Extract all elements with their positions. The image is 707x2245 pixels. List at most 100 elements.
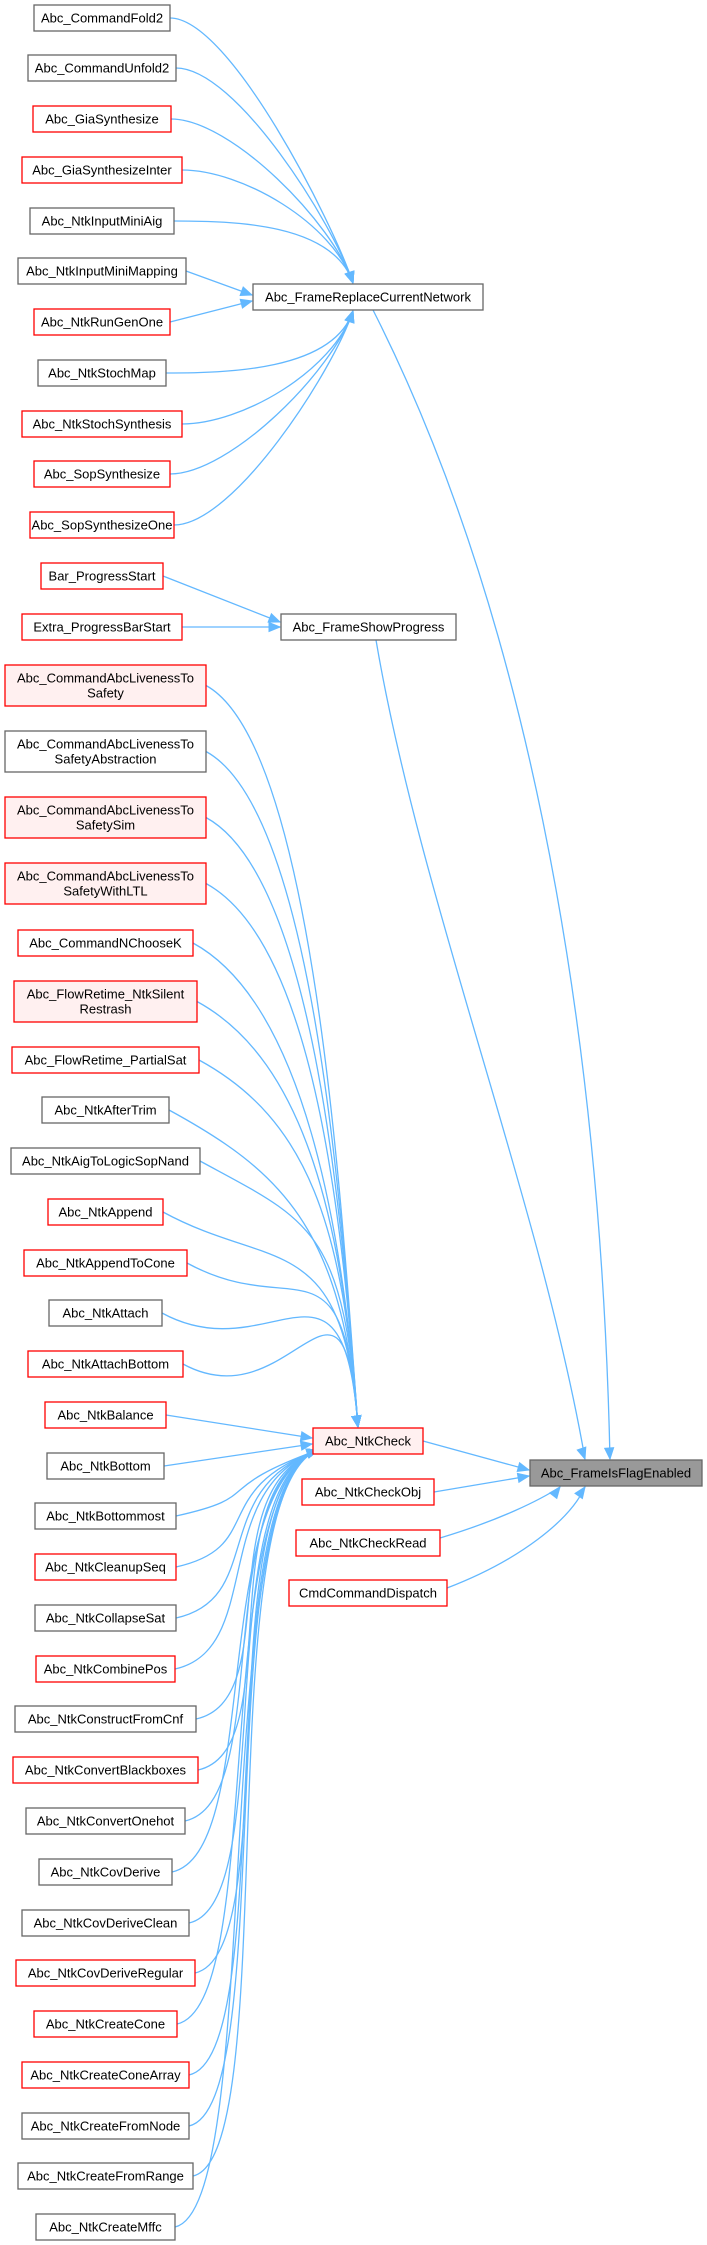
edge-c17-line (175, 1449, 319, 1619)
node-c23[interactable]: Abc_NtkCovDeriveClean (21, 1909, 190, 1937)
node-label: CmdCommandDispatch (299, 1586, 437, 1601)
edge-c16-line (175, 1449, 319, 1568)
edge-r6 (169, 298, 254, 323)
node-r8[interactable]: Abc_NtkStochSynthesis (21, 410, 183, 438)
node-c28[interactable]: Abc_NtkCreateFromRange (17, 2162, 194, 2190)
edge-replace-target-line (372, 309, 611, 1460)
edge-c23 (188, 1448, 320, 1924)
edge-ntkcheck-target-line (422, 1440, 530, 1471)
edge-showprog-target (375, 639, 587, 1461)
node-target[interactable]: Abc_FrameIsFlagEnabled (529, 1459, 703, 1487)
node-r9[interactable]: Abc_SopSynthesize (33, 460, 171, 488)
edge-c10-line (186, 1262, 359, 1428)
edge-r0 (169, 17, 355, 285)
node-c20[interactable]: Abc_NtkConvertBlackboxes (12, 1756, 199, 1784)
node-box (33, 4, 171, 32)
node-c7[interactable]: Abc_NtkAfterTrim (41, 1096, 170, 1124)
node-box (21, 1909, 190, 1937)
node-c9[interactable]: Abc_NtkAppend (47, 1198, 164, 1226)
edge-c6-line (198, 1059, 359, 1428)
node-c13[interactable]: Abc_NtkBalance (44, 1401, 167, 1429)
node-c22[interactable]: Abc_NtkCovDerive (38, 1858, 173, 1886)
node-label: Abc_NtkCheckRead (309, 1536, 426, 1551)
edge-c12-line (182, 1334, 359, 1428)
node-p1[interactable]: Extra_ProgressBarStart (21, 613, 183, 641)
node-c12[interactable]: Abc_NtkAttachBottom (27, 1350, 184, 1378)
node-box (40, 562, 164, 590)
node-box (17, 2162, 194, 2190)
node-r1[interactable]: Abc_CommandUnfold2 (27, 54, 177, 82)
edge-r7-line (165, 310, 354, 374)
edge-r3 (181, 169, 355, 285)
node-c14[interactable]: Abc_NtkBottom (46, 1452, 165, 1480)
node-c27[interactable]: Abc_NtkCreateFromNode (21, 2112, 190, 2140)
node-c15[interactable]: Abc_NtkBottommost (34, 1502, 177, 1530)
edge-r10-arrowhead (344, 309, 355, 324)
node-c4[interactable]: Abc_CommandNChooseK (17, 929, 194, 957)
node-box (14, 1705, 197, 1733)
node-box (21, 2061, 190, 2089)
node-c16[interactable]: Abc_NtkCleanupSeq (34, 1553, 177, 1581)
node-c1[interactable]: Abc_CommandAbcLivenessToSafetyAbstractio… (4, 730, 207, 773)
node-c18[interactable]: Abc_NtkCombinePos (35, 1655, 176, 1683)
node-c26[interactable]: Abc_NtkCreateConeArray (21, 2061, 190, 2089)
node-box (4, 730, 207, 773)
edge-c3-line (205, 882, 359, 1428)
edge-r5-line (185, 270, 253, 296)
edge-c2-line (205, 816, 359, 1428)
node-r2[interactable]: Abc_GiaSynthesize (32, 105, 172, 133)
node-c8[interactable]: Abc_NtkAigToLogicSopNand (10, 1147, 201, 1175)
node-box (25, 1807, 186, 1835)
node-r5[interactable]: Abc_NtkInputMiniMapping (17, 257, 187, 285)
node-checkread[interactable]: Abc_NtkCheckRead (295, 1529, 441, 1557)
node-r7[interactable]: Abc_NtkStochMap (37, 359, 167, 387)
node-checkobj[interactable]: Abc_NtkCheckObj (301, 1478, 435, 1506)
node-c19[interactable]: Abc_NtkConstructFromCnf (14, 1705, 197, 1733)
node-label: Abc_NtkBottom (60, 1459, 150, 1474)
node-r4[interactable]: Abc_NtkInputMiniAig (29, 207, 175, 235)
edge-showprog-target-arrowhead (576, 1446, 587, 1461)
node-r0[interactable]: Abc_CommandFold2 (33, 4, 171, 32)
node-box (312, 1427, 424, 1455)
node-c6[interactable]: Abc_FlowRetime_PartialSat (11, 1046, 200, 1074)
node-box (13, 980, 198, 1023)
node-ntkcheck[interactable]: Abc_NtkCheck (312, 1427, 424, 1455)
node-box (37, 359, 167, 387)
node-box (23, 1249, 188, 1277)
node-r3[interactable]: Abc_GiaSynthesizeInter (21, 156, 183, 184)
node-c11[interactable]: Abc_NtkAttach (48, 1299, 163, 1327)
node-label: Abc_CommandNChooseK (29, 936, 182, 951)
node-box (33, 2010, 178, 2038)
edge-c11-line (161, 1312, 359, 1428)
edge-replace-target (372, 309, 615, 1461)
edge-r6-line (169, 300, 253, 323)
edge-c29 (174, 1448, 320, 2228)
edge-c22-line (171, 1449, 319, 1873)
edge-c5-line (196, 1000, 359, 1428)
node-r10[interactable]: Abc_SopSynthesizeOne (29, 511, 175, 539)
node-c29[interactable]: Abc_NtkCreateMffc (35, 2213, 176, 2241)
node-replace[interactable]: Abc_FrameReplaceCurrentNetwork (252, 283, 484, 311)
node-box (21, 613, 183, 641)
edge-c13 (165, 1414, 314, 1442)
node-label: Abc_FrameIsFlagEnabled (541, 1466, 691, 1481)
node-r6[interactable]: Abc_NtkRunGenOne (33, 308, 171, 336)
node-label: Abc_CommandFold2 (41, 11, 163, 26)
node-c21[interactable]: Abc_NtkConvertOnehot (25, 1807, 186, 1835)
node-c24[interactable]: Abc_NtkCovDeriveRegular (15, 1959, 196, 1987)
node-cmddispatch[interactable]: CmdCommandDispatch (288, 1579, 448, 1607)
node-c25[interactable]: Abc_NtkCreateCone (33, 2010, 178, 2038)
node-c10[interactable]: Abc_NtkAppendToCone (23, 1249, 188, 1277)
node-c17[interactable]: Abc_NtkCollapseSat (34, 1604, 177, 1632)
node-p0[interactable]: Bar_ProgressStart (40, 562, 164, 590)
edge-c8-line (199, 1160, 359, 1428)
node-box (33, 308, 171, 336)
node-showprog[interactable]: Abc_FrameShowProgress (280, 613, 457, 641)
edge-r9 (169, 309, 355, 475)
node-box (33, 460, 171, 488)
